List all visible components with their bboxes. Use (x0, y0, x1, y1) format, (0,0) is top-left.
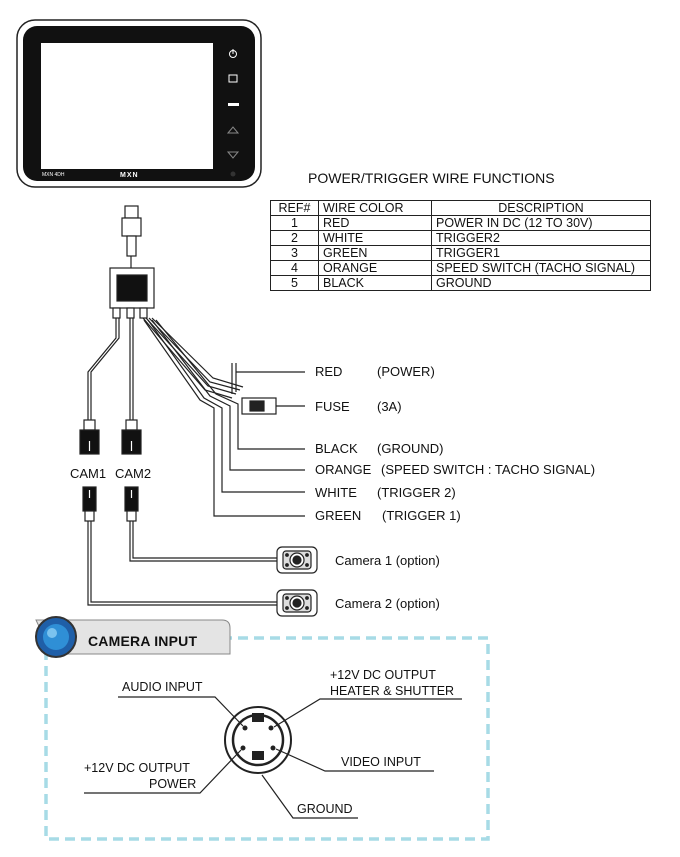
camera-input-connector (224, 706, 292, 774)
wire-black-func: (GROUND) (377, 441, 444, 456)
camera-1-label: Camera 1 (option) (335, 553, 440, 568)
wire-orange-func: (SPEED SWITCH : TACHO SIGNAL) (381, 462, 596, 477)
wire-green-name: GREEN (315, 508, 362, 523)
table-row: 4 ORANGE SPEED SWITCH (TACHO SIGNAL) (270, 260, 651, 276)
camera-2-device (276, 589, 318, 617)
table-row: 2 WHITE TRIGGER2 (270, 230, 651, 246)
wire-green-func: (TRIGGER 1) (382, 508, 461, 523)
table-cell: 3 (270, 245, 319, 261)
pin-power-line1: +12V DC OUTPUT (84, 761, 190, 775)
table-row: 5 BLACK GROUND (270, 275, 651, 291)
camera-input-box (35, 616, 490, 841)
pin-audio-input: AUDIO INPUT (122, 680, 203, 694)
table-cell: GROUND (431, 275, 651, 291)
table-cell: 1 (270, 215, 319, 231)
wire-white-func: (TRIGGER 2) (377, 485, 456, 500)
wire-white-name: WHITE (315, 485, 357, 500)
cam1-label: CAM1 (70, 466, 107, 481)
menu-icon[interactable] (228, 103, 239, 106)
table-cell: 4 (270, 260, 319, 276)
wire-red-name: RED (315, 364, 343, 379)
monitor-brand-logo: MXN (120, 172, 139, 179)
table-cell: ORANGE (318, 260, 432, 276)
table-cell: 2 (270, 230, 319, 246)
table-header-row: REF# WIRE COLOR DESCRIPTION (270, 200, 651, 216)
pin-ground: GROUND (297, 802, 353, 816)
table-cell: GREEN (318, 245, 432, 261)
wire-red-func: (POWER) (377, 364, 435, 379)
wire-orange-name: ORANGE (315, 462, 372, 477)
up-icon[interactable] (226, 126, 240, 134)
table-cell: TRIGGER2 (431, 230, 651, 246)
wire-fuse-func: (3A) (377, 399, 402, 414)
table-title: POWER/TRIGGER WIRE FUNCTIONS (308, 170, 555, 186)
camera-1-device (276, 546, 318, 574)
header-ref: REF# (270, 200, 319, 216)
camera-input-title: CAMERA INPUT (88, 633, 198, 649)
monitor: MXN 4DH MXN (16, 19, 262, 188)
monitor-model-text: MXN 4DH (42, 172, 65, 178)
cam1-connector (79, 419, 100, 522)
table-cell: 5 (270, 275, 319, 291)
source-icon[interactable] (228, 74, 238, 83)
pin-heater-line1: +12V DC OUTPUT (330, 668, 436, 682)
table-row: 1 RED POWER IN DC (12 TO 30V) (270, 215, 651, 231)
table-cell: POWER IN DC (12 TO 30V) (431, 215, 651, 231)
camera-2-label: Camera 2 (option) (335, 596, 440, 611)
main-connector (109, 205, 155, 309)
wire-fuse-name: FUSE (315, 399, 350, 414)
wire-function-table: REF# WIRE COLOR DESCRIPTION 1 RED POWER … (270, 200, 651, 291)
header-description: DESCRIPTION (431, 200, 651, 216)
table-cell: WHITE (318, 230, 432, 246)
table-cell: BLACK (318, 275, 432, 291)
cam2-label: CAM2 (115, 466, 152, 481)
cam2-connector (121, 419, 142, 522)
pin-power-line2: POWER (149, 777, 197, 791)
pin-heater-line2: HEATER & SHUTTER (330, 684, 455, 698)
power-harness (142, 317, 305, 517)
camera-cables (87, 318, 134, 420)
header-wire-color: WIRE COLOR (318, 200, 432, 216)
wire-black-name: BLACK (315, 441, 358, 456)
power-icon[interactable] (229, 49, 237, 58)
table-row: 3 GREEN TRIGGER1 (270, 245, 651, 261)
table-cell: RED (318, 215, 432, 231)
down-icon[interactable] (226, 151, 240, 159)
table-cell: TRIGGER1 (431, 245, 651, 261)
table-cell: SPEED SWITCH (TACHO SIGNAL) (431, 260, 651, 276)
pin-video-input: VIDEO INPUT (341, 755, 421, 769)
fuse (241, 397, 305, 415)
